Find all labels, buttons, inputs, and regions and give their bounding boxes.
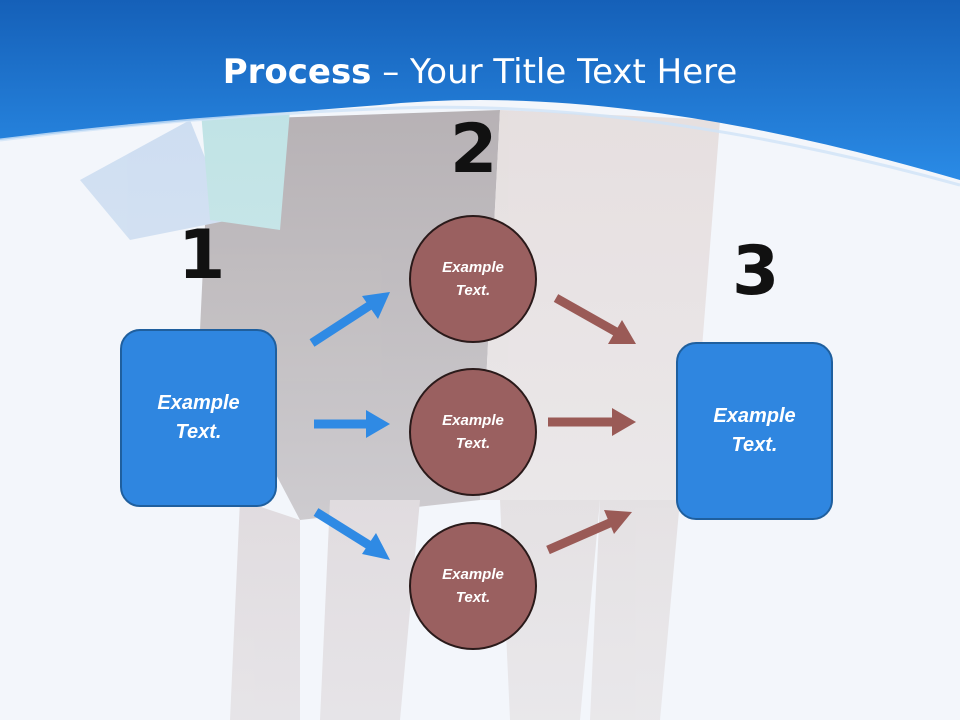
- title-bold: Process: [222, 52, 372, 92]
- step-number-3: 3: [732, 232, 780, 311]
- page-title: Process – Your Title Text Here: [0, 52, 960, 92]
- title-rest: – Your Title Text Here: [371, 52, 738, 92]
- step-2-circle-bottom: Example Text.: [409, 522, 537, 650]
- step-number-2: 2: [450, 110, 498, 189]
- step-3-box: Example Text.: [676, 342, 833, 520]
- step-2-circle-top: Example Text.: [409, 215, 537, 343]
- brown-arrow-up: [546, 510, 632, 555]
- brown-arrow-right: [548, 408, 636, 436]
- blue-arrow-down: [313, 508, 390, 560]
- step-number-1: 1: [178, 216, 226, 295]
- step-1-box: Example Text.: [120, 329, 277, 507]
- header-band: [0, 0, 960, 180]
- blue-arrow-right: [314, 410, 390, 438]
- brown-arrow-down: [553, 294, 636, 344]
- blue-arrow-up: [309, 292, 390, 347]
- step-2-circle-middle: Example Text.: [409, 368, 537, 496]
